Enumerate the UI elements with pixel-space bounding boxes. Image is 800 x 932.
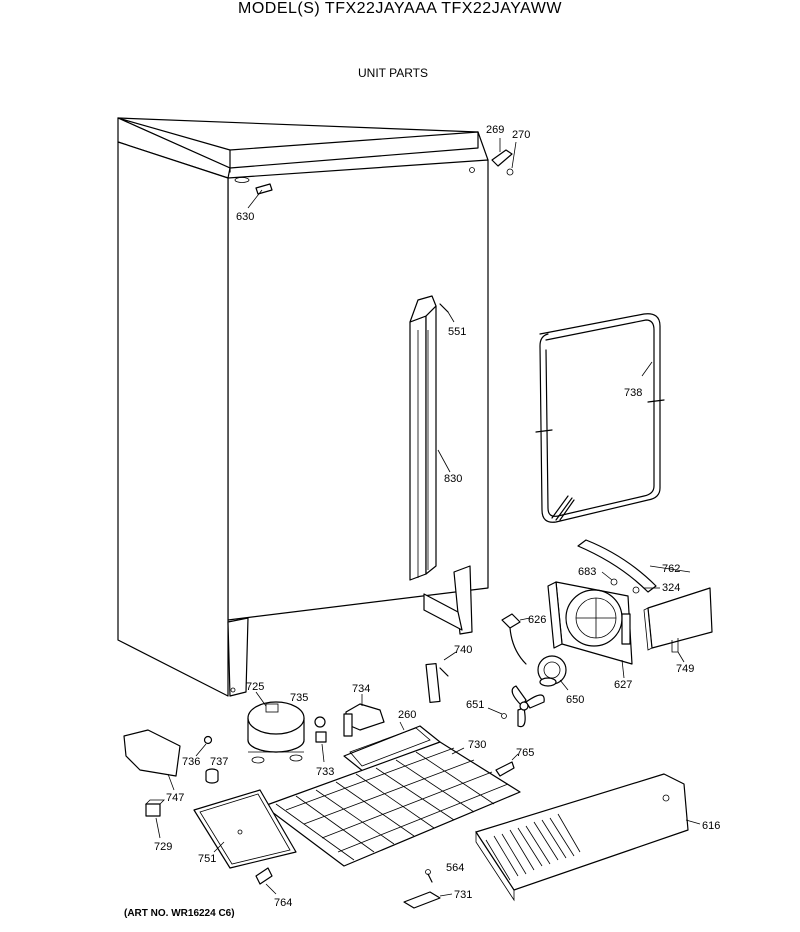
- defrost-heater-738-drawing: [535, 313, 665, 523]
- grille-616-drawing: [475, 773, 701, 902]
- part-labels: 269 270 630 551 738 830 762 683 324 626 …: [154, 124, 720, 909]
- part-label-731: 731: [454, 889, 472, 901]
- part-label-269: 269: [486, 124, 504, 136]
- duct-762-drawing: [577, 539, 691, 594]
- part-label-626: 626: [528, 614, 546, 626]
- compressor-725-drawing: [247, 691, 305, 764]
- part-label-738: 738: [624, 387, 642, 399]
- part-label-551: 551: [448, 326, 466, 338]
- part-label-740: 740: [454, 644, 472, 656]
- bracket-734-drawing: [343, 694, 385, 737]
- base-pan-751-drawing: [193, 789, 297, 869]
- part-label-725: 725: [246, 681, 264, 693]
- condenser-coil-730-drawing: [263, 741, 521, 867]
- hinge-269-270-drawing: [491, 138, 517, 176]
- control-board-749-drawing: [643, 587, 713, 663]
- part-label-751: 751: [198, 853, 216, 865]
- diagram-subtitle: UNIT PARTS: [357, 66, 428, 80]
- part-label-324: 324: [662, 582, 680, 594]
- part-label-733: 733: [316, 766, 334, 778]
- part-label-616: 616: [702, 820, 720, 832]
- part-label-735: 735: [290, 692, 308, 704]
- part-label-651: 651: [466, 699, 484, 711]
- part-label-270: 270: [512, 129, 530, 141]
- part-label-747: 747: [166, 792, 184, 804]
- part-label-830: 830: [444, 473, 462, 485]
- part-label-762: 762: [662, 563, 680, 575]
- part-label-730: 730: [468, 739, 486, 751]
- clip-765-drawing: [495, 753, 519, 777]
- part-label-734: 734: [352, 683, 370, 695]
- part-label-764: 764: [274, 897, 292, 909]
- diagram-title: MODEL(S) TFX22JAYAAA TFX22JAYAWW: [238, 0, 562, 17]
- thermostat-626-drawing: [501, 613, 531, 665]
- fan-shroud-627-drawing: [547, 581, 633, 679]
- heater-740-drawing: [425, 651, 457, 704]
- fan-blade-651-drawing: [487, 685, 545, 728]
- part-label-683: 683: [578, 566, 596, 578]
- relay-735-733-drawing: [314, 716, 327, 763]
- part-label-749: 749: [676, 663, 694, 675]
- art-number: (ART NO. WR16224 C6): [124, 908, 235, 919]
- part-label-260: 260: [398, 709, 416, 721]
- part-label-630: 630: [236, 211, 254, 223]
- part-label-627: 627: [614, 679, 632, 691]
- fan-motor-650-drawing: [537, 655, 569, 691]
- part-label-736: 736: [182, 756, 200, 768]
- part-label-765: 765: [516, 747, 534, 759]
- part-label-650: 650: [566, 694, 584, 706]
- cabinet-drawing: [117, 117, 489, 697]
- part-label-564: 564: [446, 862, 464, 874]
- part-label-737: 737: [210, 756, 228, 768]
- part-label-729: 729: [154, 841, 172, 853]
- left-small-parts-drawing: [123, 729, 219, 839]
- fasteners-drawing: [255, 867, 453, 909]
